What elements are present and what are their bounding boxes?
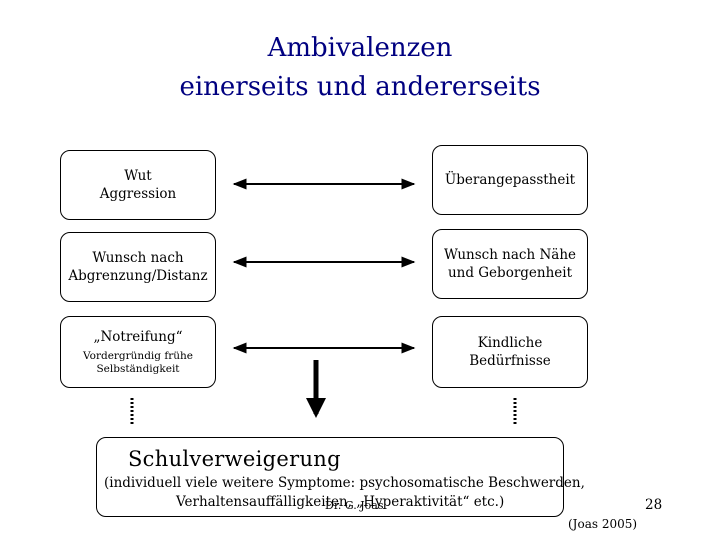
result-title: Schulverweigerung [128,447,341,471]
box-line: „Notreifung“ [93,329,183,345]
page-number: 28 [645,497,663,513]
box-wut-aggression: Wut Aggression [60,150,216,220]
box-line: Aggression [99,186,177,202]
title-line-1: Ambivalenzen [267,33,453,63]
box-ueberangepasstheit: Überangepasstheit [432,145,588,215]
box-schulverweigerung [96,437,564,517]
citation: (Joas 2005) [568,517,638,531]
box-line: Wut [124,168,152,184]
box-line: Abgrenzung/Distanz [68,268,208,284]
box-line: Wunsch nach [92,250,184,266]
box-subline: Selbständigkeit [96,363,180,375]
box-line: und Geborgenheit [447,265,573,281]
box-line: Kindliche [477,335,543,351]
title-line-2: einerseits und andererseits [179,72,541,102]
box-kindliche-beduerfnisse: Kindliche Bedürfnisse [432,316,588,388]
box-wunsch-abgrenzung: Wunsch nach Abgrenzung/Distanz [60,232,216,302]
box-subline: Vordergründig frühe [83,350,193,362]
box-notreifung: „Notreifung“ Vordergründig frühe Selbstä… [60,316,216,388]
result-line-1: (individuell viele weitere Symptome: psy… [104,475,585,491]
box-wunsch-naehe: Wunsch nach Nähe und Geborgenheit [432,229,588,299]
box-line: Wunsch nach Nähe [443,247,577,263]
result-line-2: Verhaltensauffälligkeiten, „Hyperaktivit… [176,494,505,510]
box-line: Bedürfnisse [469,353,551,369]
box-line: Überangepasstheit [444,172,576,188]
author-footer: Dr. G. Joas [325,499,384,512]
